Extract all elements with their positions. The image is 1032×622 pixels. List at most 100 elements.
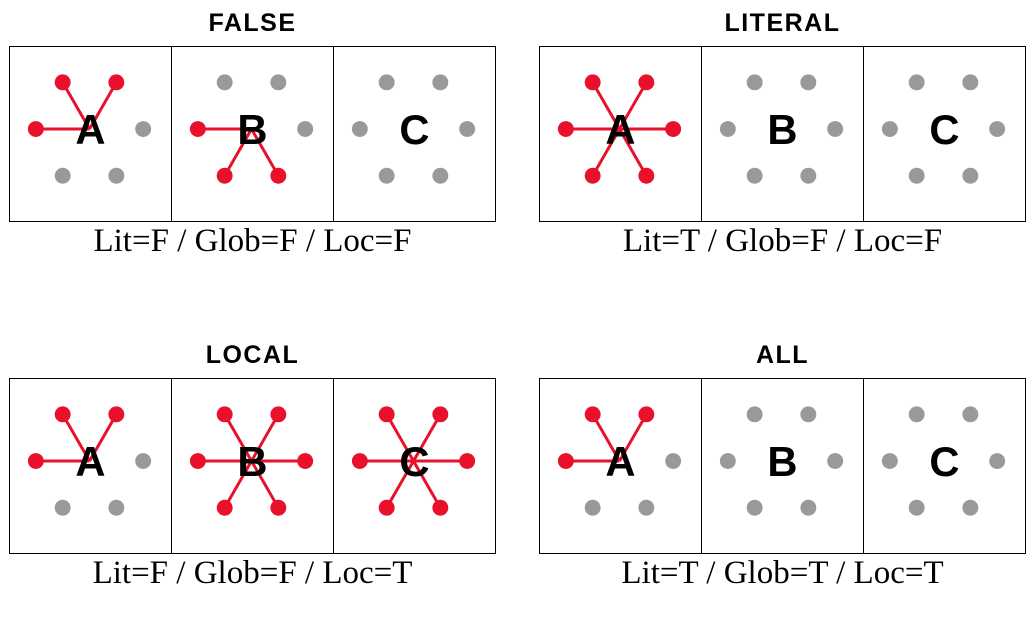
dot-e bbox=[459, 121, 476, 137]
dot-sw bbox=[378, 167, 395, 184]
dot-se bbox=[432, 167, 449, 184]
dot-nw bbox=[746, 74, 763, 91]
dot-se bbox=[270, 499, 287, 516]
dot-w bbox=[557, 121, 574, 137]
dot-se bbox=[432, 499, 449, 516]
dot-ne bbox=[432, 74, 449, 91]
dot-w bbox=[557, 453, 574, 469]
edge-nw bbox=[61, 413, 91, 462]
edge-ne bbox=[250, 413, 280, 462]
edge-se bbox=[250, 460, 280, 509]
node-graph: C bbox=[351, 406, 476, 516]
dot-se bbox=[800, 499, 817, 516]
dot-e bbox=[459, 453, 476, 469]
dot-w bbox=[719, 121, 736, 137]
panel-false: FALSE A B C Lit=F / Glob=F / Loc=F bbox=[9, 0, 496, 290]
edge-ne bbox=[618, 413, 648, 462]
edge-ne bbox=[88, 413, 118, 462]
edge-ne bbox=[412, 413, 442, 462]
dot-e bbox=[135, 453, 152, 469]
dot-w bbox=[27, 453, 44, 469]
dot-ne bbox=[432, 406, 449, 423]
node-graph: C bbox=[881, 74, 1006, 184]
panel-title: ALL bbox=[755, 341, 810, 369]
node-cell: B bbox=[171, 47, 333, 221]
dot-ne bbox=[638, 74, 655, 91]
dot-sw bbox=[54, 167, 71, 184]
panel-literal: LITERAL A B C Lit=T / Glob=F / Loc=F bbox=[539, 0, 1026, 290]
edge-nw bbox=[385, 413, 415, 462]
dot-se bbox=[800, 167, 817, 184]
panel-title: FALSE bbox=[208, 9, 297, 37]
dot-sw bbox=[54, 499, 71, 516]
node-graph: A bbox=[27, 74, 152, 184]
dot-ne bbox=[270, 406, 287, 423]
edge-se bbox=[618, 128, 648, 177]
node-graph: A bbox=[27, 406, 152, 516]
dot-se bbox=[108, 167, 125, 184]
node-cell: A bbox=[10, 47, 171, 221]
panel-caption: Lit=T / Glob=T / Loc=T bbox=[621, 555, 944, 591]
dot-e bbox=[989, 121, 1006, 137]
dot-se bbox=[962, 167, 979, 184]
dot-sw bbox=[746, 499, 763, 516]
dot-nw bbox=[378, 406, 395, 423]
node-cell: C bbox=[333, 47, 495, 221]
dot-sw bbox=[584, 167, 601, 184]
dot-sw bbox=[746, 167, 763, 184]
node-graph: B bbox=[719, 406, 844, 516]
node-cell: C bbox=[333, 379, 495, 553]
panel-frame: A B C bbox=[539, 378, 1026, 554]
edge-nw bbox=[591, 81, 621, 130]
node-label: A bbox=[75, 438, 105, 485]
edge-nw bbox=[61, 81, 91, 130]
dot-se bbox=[638, 499, 655, 516]
node-cell: A bbox=[540, 47, 701, 221]
dot-e bbox=[297, 121, 314, 137]
node-label: B bbox=[767, 438, 797, 485]
panel-caption: Lit=F / Glob=F / Loc=T bbox=[92, 555, 413, 591]
dot-w bbox=[351, 453, 368, 469]
node-cell: A bbox=[10, 379, 171, 553]
panel-frame: A B C bbox=[9, 46, 496, 222]
node-cell: C bbox=[863, 47, 1025, 221]
dot-nw bbox=[584, 406, 601, 423]
edge-sw bbox=[385, 460, 415, 509]
node-cell: B bbox=[701, 47, 863, 221]
node-graph: C bbox=[351, 74, 476, 184]
dot-w bbox=[881, 453, 898, 469]
edge-ne bbox=[88, 81, 118, 130]
edge-sw bbox=[591, 128, 621, 177]
node-graph: A bbox=[557, 406, 682, 516]
node-cell: B bbox=[171, 379, 333, 553]
dot-nw bbox=[908, 74, 925, 91]
dot-nw bbox=[584, 74, 601, 91]
node-label: C bbox=[399, 438, 429, 485]
dot-w bbox=[881, 121, 898, 137]
dot-e bbox=[665, 121, 682, 137]
dot-w bbox=[189, 453, 206, 469]
dot-se bbox=[962, 499, 979, 516]
edge-se bbox=[412, 460, 442, 509]
edge-nw bbox=[223, 413, 253, 462]
node-cell: B bbox=[701, 379, 863, 553]
dot-e bbox=[989, 453, 1006, 469]
dot-sw bbox=[908, 499, 925, 516]
node-graph: B bbox=[719, 74, 844, 184]
dot-sw bbox=[908, 167, 925, 184]
node-cell: A bbox=[540, 379, 701, 553]
dot-se bbox=[270, 167, 287, 184]
dot-e bbox=[827, 453, 844, 469]
panel-frame: A B C bbox=[539, 46, 1026, 222]
dot-sw bbox=[216, 499, 233, 516]
dot-w bbox=[189, 121, 206, 137]
dot-ne bbox=[800, 74, 817, 91]
dot-sw bbox=[378, 499, 395, 516]
dot-ne bbox=[962, 74, 979, 91]
dot-nw bbox=[746, 406, 763, 423]
dot-ne bbox=[962, 406, 979, 423]
panel-frame: A B C bbox=[9, 378, 496, 554]
panel-caption: Lit=F / Glob=F / Loc=F bbox=[93, 223, 412, 259]
node-graph: B bbox=[189, 74, 314, 184]
dot-nw bbox=[54, 74, 71, 91]
